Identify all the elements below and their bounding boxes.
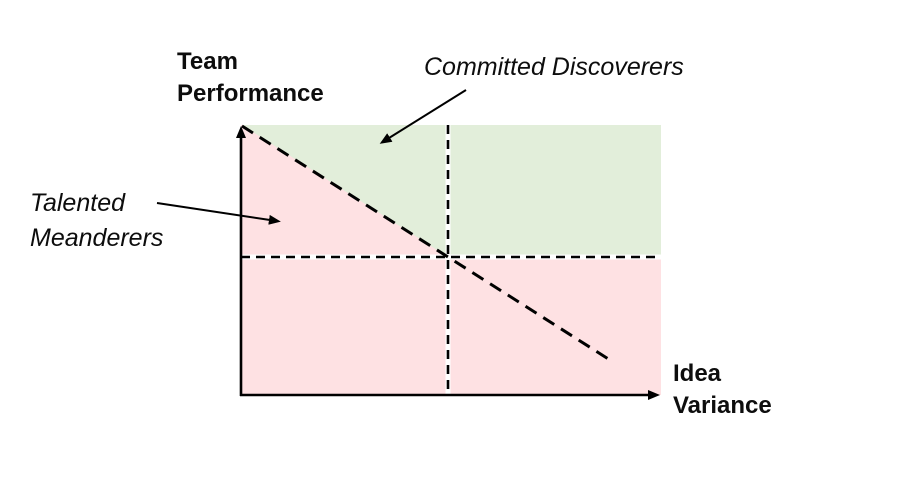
committed-annotation-arrow: [379, 89, 467, 144]
committed-discoverers-label: Committed Discoverers: [424, 53, 684, 81]
talented-meanderers-label: Talented Meanderers: [30, 189, 164, 252]
x-axis-label: Idea Variance: [673, 360, 772, 419]
talented-annotation-arrow: [156, 202, 281, 225]
y-axis-label: Team Performance: [177, 48, 324, 107]
committed-discoverers-region: [242, 125, 661, 257]
diagonal-boundary-dashed-line: [241, 124, 611, 362]
